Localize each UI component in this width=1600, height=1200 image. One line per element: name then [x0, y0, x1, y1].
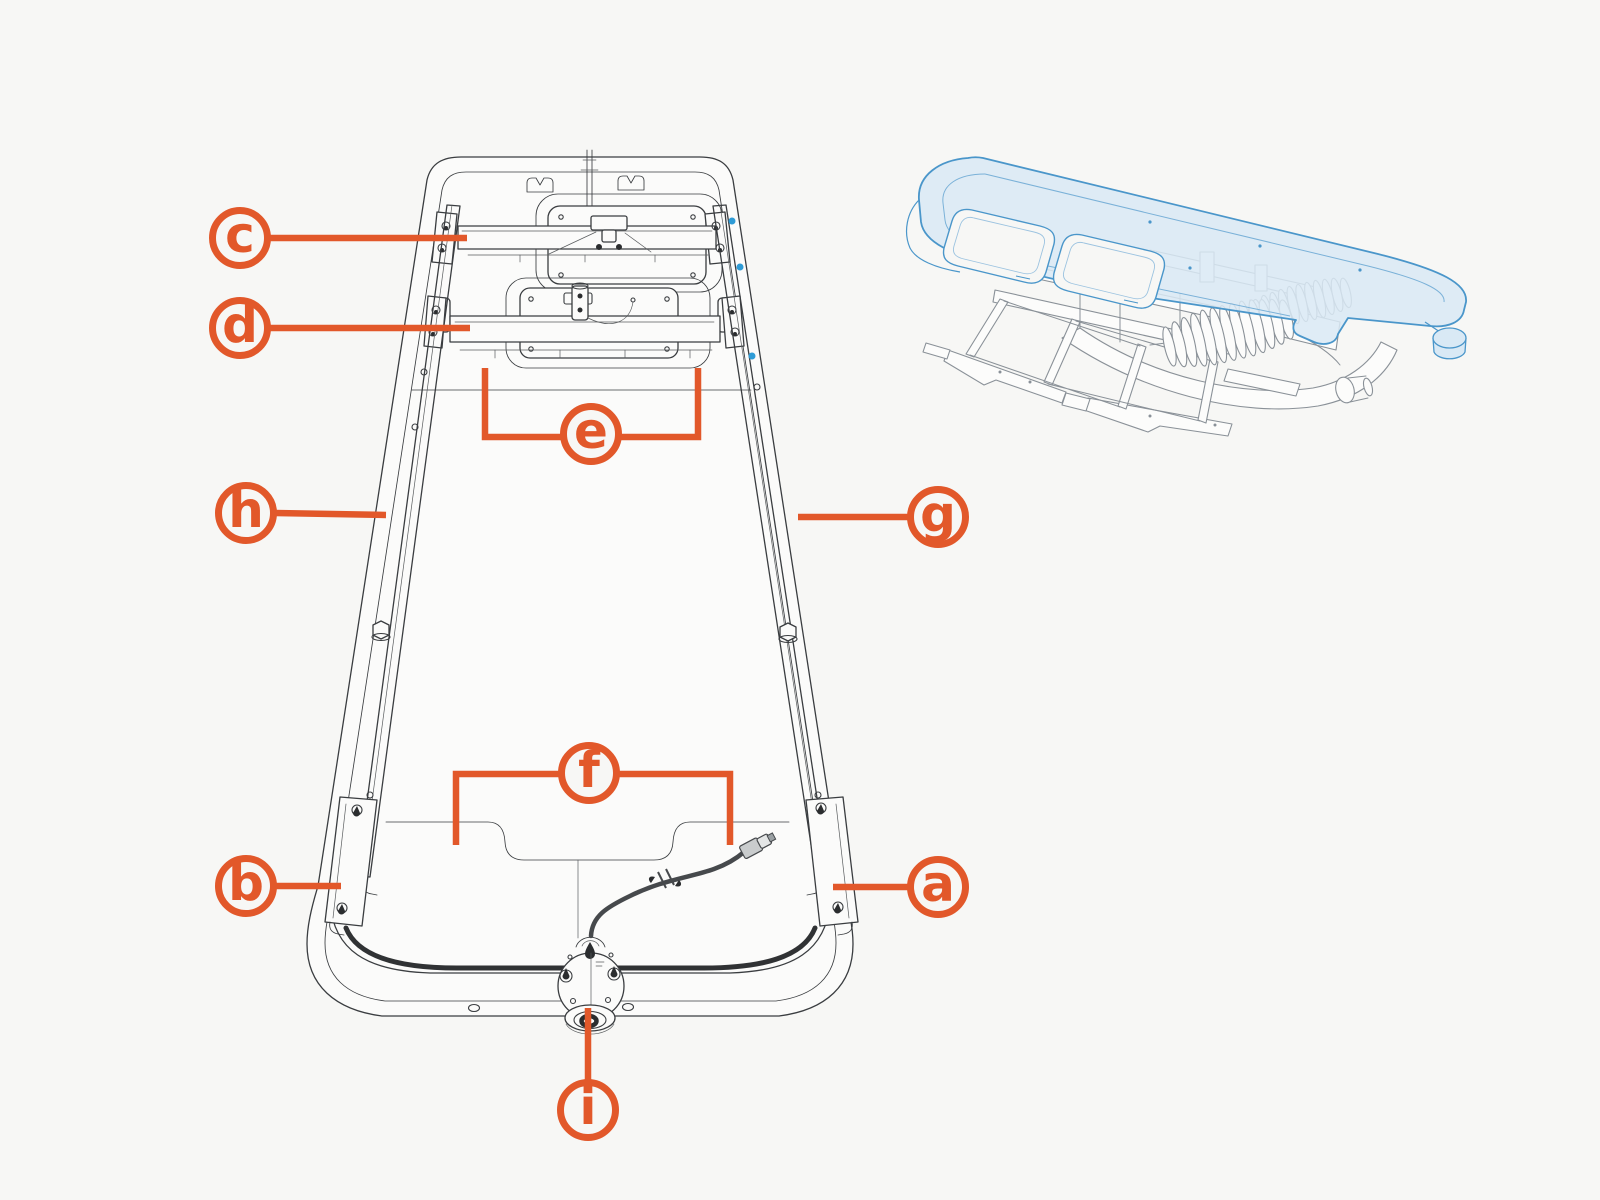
hex-nut — [372, 620, 390, 640]
top-clip — [526, 177, 554, 193]
callout-letter-c: c — [225, 206, 255, 264]
callout-h: h — [215, 481, 387, 544]
side-rail-right — [712, 204, 830, 896]
blue-fastener — [748, 352, 756, 360]
callout-letter-d: d — [222, 296, 258, 354]
panel-cutout — [1052, 233, 1166, 309]
callout-circle-b — [215, 855, 277, 917]
callout-circle-d — [209, 297, 271, 359]
callout-c: c — [209, 206, 467, 269]
callout-letter-g: g — [920, 485, 956, 543]
callout-circle-g — [907, 486, 969, 548]
callout-e: e — [481, 368, 702, 465]
callout-circle-i — [557, 1079, 619, 1141]
assembly-inset — [906, 156, 1467, 437]
callouts: c d e h g f b — [209, 206, 969, 1141]
leader-line-h — [274, 509, 387, 519]
panel-underside-drawing — [306, 149, 859, 1035]
callout-b: b — [215, 854, 341, 917]
blue-fastener — [736, 263, 744, 271]
highlighted-puck — [1424, 321, 1467, 360]
wall-hole — [621, 1002, 635, 1012]
callout-d: d — [209, 296, 470, 359]
blue-fastener — [728, 217, 736, 225]
bottom-bracket-right — [805, 796, 859, 936]
callout-letter-a: a — [921, 855, 955, 913]
frame-tube — [1335, 375, 1374, 404]
wall-hole — [467, 1003, 481, 1013]
callout-a: a — [833, 855, 969, 918]
cable-connector — [739, 832, 777, 860]
top-clip — [617, 175, 645, 191]
callout-letter-e: e — [574, 402, 608, 460]
callout-f: f — [452, 741, 734, 845]
callout-circle-c — [209, 207, 271, 269]
callout-g: g — [798, 485, 969, 548]
callout-letter-i: i — [579, 1078, 596, 1136]
access-flap-cutout — [385, 821, 790, 861]
highlighted-panel — [906, 156, 1467, 360]
bottom-bracket-left — [324, 796, 378, 936]
hex-nut — [779, 622, 797, 642]
cross-rail-d — [423, 282, 745, 359]
callout-letter-f: f — [578, 741, 601, 799]
callout-letter-b: b — [228, 854, 264, 912]
callout-letter-h: h — [228, 481, 264, 539]
bellows-front — [1162, 298, 1295, 368]
power-cable — [588, 832, 777, 939]
callout-circle-f — [558, 742, 620, 804]
callout-circle-a — [907, 856, 969, 918]
callout-circle-h — [215, 482, 277, 544]
callout-i: i — [557, 1008, 619, 1141]
callout-circle-e — [560, 403, 622, 465]
panel-cutout — [942, 208, 1056, 284]
